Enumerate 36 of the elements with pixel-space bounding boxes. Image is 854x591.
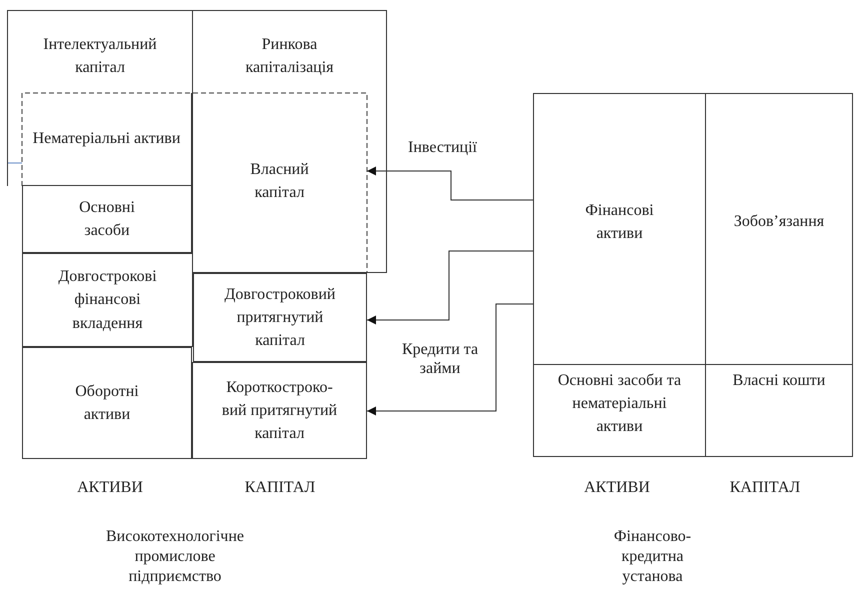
cell-text: Довгострокові фінансові вкладення xyxy=(57,267,158,334)
column-heading: АКТИВИ xyxy=(76,478,144,498)
table-cell xyxy=(533,93,706,365)
table-cell xyxy=(706,93,853,365)
table-cell xyxy=(193,273,367,362)
table-cell xyxy=(706,365,853,457)
flow-label: Кредити та займи xyxy=(400,340,480,378)
table-cell xyxy=(22,186,192,253)
table-cell xyxy=(7,10,192,186)
cell-text: Довгостроковий притягнутий капітал xyxy=(224,284,336,352)
table-cell xyxy=(22,347,192,459)
cell-text: Основні засоби та нематеріальні активи xyxy=(556,371,682,438)
table-cell xyxy=(192,362,367,459)
cell-text: Нематеріальні активи xyxy=(32,129,180,150)
column-heading: АКТИВИ xyxy=(583,478,651,498)
entity-caption: Високотехнологічне промислове підприємство xyxy=(104,527,246,587)
column-heading: КАПІТАЛ xyxy=(244,478,316,498)
arrow xyxy=(366,166,534,200)
cell-text: Основні засоби xyxy=(78,198,136,241)
entity-caption: Фінансово-кредитна установа xyxy=(612,527,692,587)
cell-text: Короткостроко-вий притягнутий капітал xyxy=(220,378,338,444)
table-cell xyxy=(533,365,706,457)
edge-label: Інвестиції xyxy=(408,138,477,158)
cell-text: Ринкова капіталізація xyxy=(244,35,335,78)
table-cell xyxy=(192,10,387,273)
table-cell xyxy=(22,93,192,186)
arrow xyxy=(366,304,534,416)
arrow xyxy=(366,250,534,324)
column-heading: КАПІТАЛ xyxy=(728,478,802,498)
cell-text: Фінансові активи xyxy=(584,200,655,244)
cell-text: Зобов’язання xyxy=(734,212,824,232)
cell-text: Оборотні активи xyxy=(74,382,140,425)
table-cell xyxy=(22,253,193,347)
cell-text: Інтелектуальний капітал xyxy=(42,35,158,78)
cell-text: Власні кошти xyxy=(732,371,826,391)
cell-text: Власний капітал xyxy=(249,160,310,203)
